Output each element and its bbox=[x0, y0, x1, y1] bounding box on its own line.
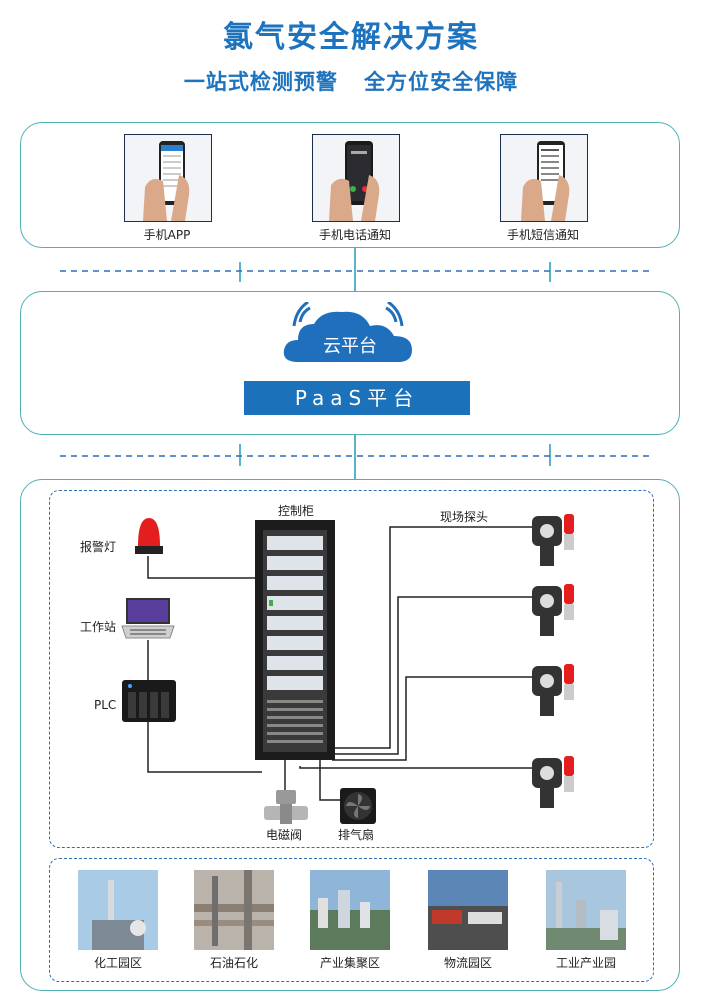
phone-card-sms bbox=[500, 134, 588, 222]
alarm-wire bbox=[147, 556, 262, 579]
site-label-logistics-park: 物流园区 bbox=[443, 956, 492, 970]
site-image-chemical-park bbox=[78, 870, 158, 950]
gas-probe-icon-2 bbox=[532, 584, 574, 636]
cloud-icon bbox=[283, 302, 412, 362]
gas-probe-icon-1 bbox=[532, 514, 574, 566]
sites-dashed-box bbox=[49, 858, 654, 982]
site-label-industrial-cluster: 产业集聚区 bbox=[319, 956, 380, 970]
site-label-petrochemical: 石油石化 bbox=[209, 956, 258, 970]
alarm-label: 报警灯 bbox=[80, 540, 117, 554]
plc-label: PLC bbox=[94, 698, 117, 712]
valve-label: 电磁阀 bbox=[266, 828, 303, 842]
fan-wire bbox=[319, 760, 340, 801]
system-dashed-box bbox=[49, 490, 654, 848]
phone-card-app bbox=[124, 134, 212, 222]
workstation-label: 工作站 bbox=[80, 620, 117, 634]
site-image-industrial-cluster bbox=[310, 870, 390, 950]
alarm-lamp-icon bbox=[135, 518, 163, 554]
site-image-industrial-park bbox=[546, 870, 626, 950]
solenoid-valve-icon bbox=[264, 790, 308, 824]
page-title: 氯气安全解决方案 bbox=[223, 20, 479, 55]
gas-probe-icon-3 bbox=[532, 664, 574, 716]
workstation-icon bbox=[121, 598, 175, 639]
cabinet-label: 控制柜 bbox=[278, 504, 315, 518]
cloud-label: 云平台 bbox=[323, 336, 377, 357]
gas-probe-icon-4 bbox=[532, 756, 574, 808]
site-image-petrochemical bbox=[194, 870, 274, 950]
phone-app-icon bbox=[125, 135, 211, 221]
notify-label-sms: 手机短信通知 bbox=[506, 228, 579, 242]
phone-call-icon bbox=[313, 135, 399, 221]
plc-icon bbox=[122, 680, 176, 722]
notify-label-app: 手机APP bbox=[143, 228, 191, 242]
cabinet-icon bbox=[255, 520, 335, 760]
page-subtitle: 一站式检测预警 全方位安全保障 bbox=[183, 70, 519, 94]
site-label-chemical-park: 化工园区 bbox=[93, 956, 142, 970]
fan-label: 排气扇 bbox=[338, 828, 375, 842]
site-image-logistics-park bbox=[428, 870, 508, 950]
notify-label-call: 手机电话通知 bbox=[318, 228, 391, 242]
probe-label: 现场探头 bbox=[440, 510, 489, 524]
site-label-industrial-park: 工业产业园 bbox=[555, 956, 616, 970]
probe-wire-3 bbox=[332, 676, 532, 761]
paas-bar: PaaS平台 bbox=[244, 381, 470, 415]
plc-wire bbox=[147, 722, 262, 773]
probe-wire-2 bbox=[332, 596, 532, 755]
probe-wire-1 bbox=[332, 526, 532, 749]
phone-card-call bbox=[312, 134, 400, 222]
probe-wire-4 bbox=[299, 766, 532, 769]
exhaust-fan-icon bbox=[340, 788, 376, 824]
phone-sms-icon bbox=[501, 135, 587, 221]
